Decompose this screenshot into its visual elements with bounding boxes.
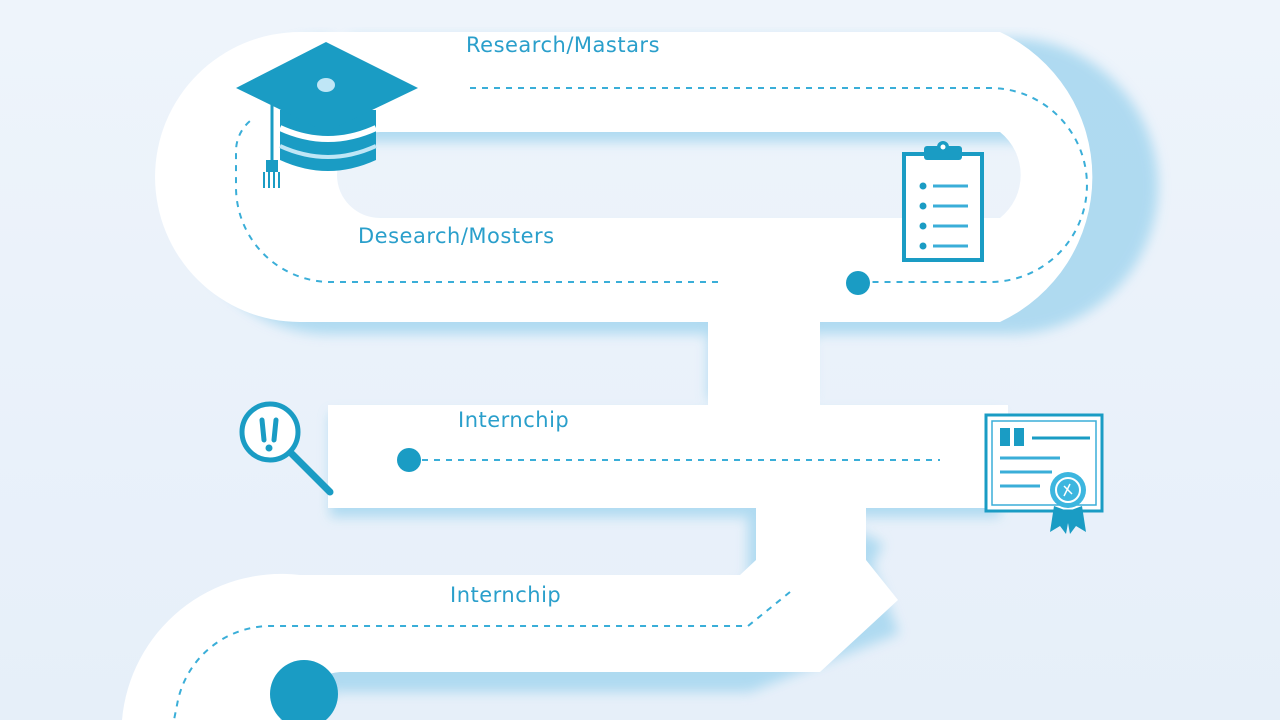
road — [122, 32, 1093, 720]
milestone-dot-middle — [397, 448, 421, 472]
road-top-loop — [155, 32, 1093, 322]
label-research-masters: Research/Mastars — [466, 33, 661, 57]
label-desearch-mosters: Desearch/Mosters — [358, 224, 555, 248]
label-internship-lower: Internchip — [450, 583, 562, 607]
dashed-path — [173, 87, 1088, 720]
road-middle-straight — [328, 405, 1008, 508]
road-connector-upper — [708, 310, 820, 410]
graduation-cap-icon — [236, 42, 418, 188]
milestone-dot-upper — [846, 271, 870, 295]
road-bottom-curve — [122, 560, 898, 720]
label-internship-upper: Internchip — [458, 408, 570, 432]
certificate-icon — [984, 413, 1104, 534]
magnifier-alert-icon — [239, 401, 334, 496]
milestone-dot-large — [270, 660, 338, 720]
clipboard-checklist-icon — [902, 141, 984, 262]
